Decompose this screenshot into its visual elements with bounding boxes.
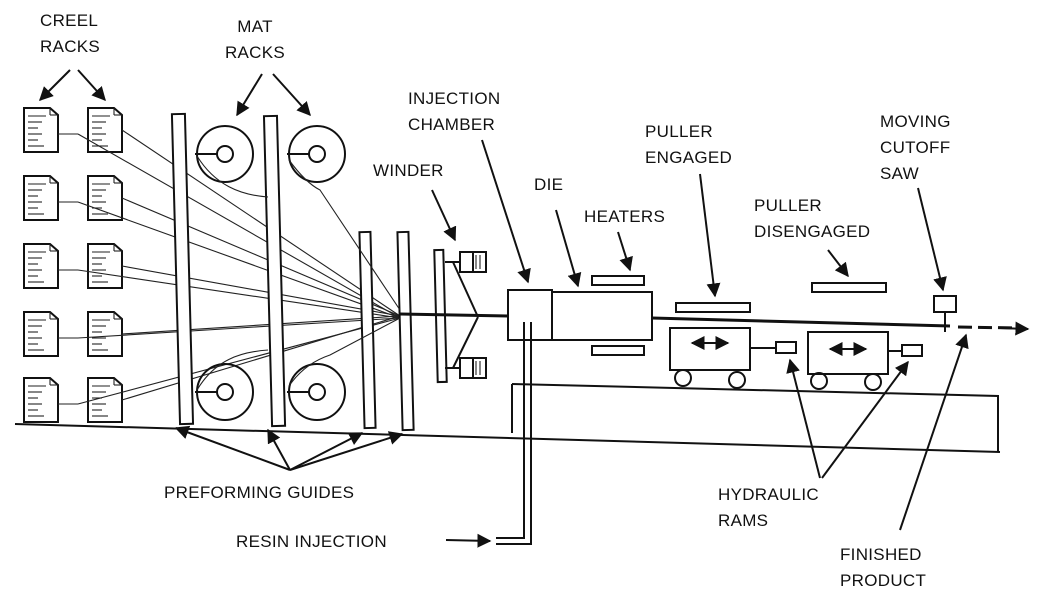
creel-spool (23, 311, 59, 357)
injection-chamber-label-line2: CHAMBER (408, 115, 495, 134)
winder-label: WINDER (373, 161, 444, 180)
die (551, 291, 653, 341)
fiber-strand (121, 197, 401, 317)
mat-racks-label-line2: RACKS (225, 43, 285, 62)
finished-product-label-line2: PRODUCT (840, 571, 926, 590)
fiber-strand (121, 129, 401, 317)
product-line (399, 312, 1030, 336)
hydraulic-rams-label-line1: HYDRAULIC (718, 485, 819, 504)
moving-cutoff-saw-label-line3: SAW (880, 164, 919, 183)
die-label: DIE (534, 175, 563, 194)
creel-spool (87, 377, 123, 423)
hydraulic-rams-label-line2: RAMS (718, 511, 768, 530)
fiber-strand (77, 133, 401, 319)
creel-racks-label-line2: RACKS (40, 37, 100, 56)
preforming-guides-label: PREFORMING GUIDES (164, 483, 354, 502)
fiber-strand (121, 315, 401, 401)
moving-cutoff-saw-label-line1: MOVING (880, 112, 951, 131)
creel-spool (87, 107, 123, 153)
puller-engaged-label-line2: ENGAGED (645, 148, 732, 167)
mat-racks-label-line1: MAT (237, 17, 273, 36)
labels: CREEL RACKS MAT RACKS INJECTION CHAMBER … (40, 11, 951, 590)
fiber-strand (77, 269, 401, 319)
creel-spool (87, 175, 123, 221)
fiber-strand (77, 317, 401, 339)
arrow-icon (999, 321, 1030, 336)
puller-disengaged-label-line1: PULLER (754, 196, 822, 215)
fiber-strand (121, 265, 401, 317)
heaters (591, 275, 645, 356)
creel-spool (23, 107, 59, 153)
puller-engaged (669, 302, 797, 389)
injection-chamber (507, 289, 553, 433)
mat-rolls (195, 125, 401, 421)
puller-disengaged (807, 282, 923, 391)
heaters-label: HEATERS (584, 207, 665, 226)
fiber-strand (77, 201, 401, 319)
injection-chamber-label-line1: INJECTION (408, 89, 500, 108)
creel-spool (23, 377, 59, 423)
resin-injection-label: RESIN INJECTION (236, 532, 387, 551)
resin-injection-pipe (496, 432, 532, 545)
machine-bed (511, 383, 999, 452)
creel-racks-label-line1: CREEL (40, 11, 98, 30)
moving-cutoff-saw-label-line2: CUTOFF (880, 138, 950, 157)
leader-lines (39, 69, 969, 548)
puller-engaged-label-line1: PULLER (645, 122, 713, 141)
finished-product-label-line1: FINISHED (840, 545, 922, 564)
creel-spool (23, 175, 59, 221)
puller-disengaged-label-line2: DISENGAGED (754, 222, 870, 241)
cutoff-saw (933, 295, 957, 332)
creel-spool (87, 243, 123, 289)
preforming-guides (170, 112, 415, 432)
creel-spool (87, 311, 123, 357)
fiber-strand (121, 315, 401, 335)
creel-spool (23, 243, 59, 289)
creel-racks (23, 107, 123, 423)
fiber-strands (58, 129, 401, 405)
